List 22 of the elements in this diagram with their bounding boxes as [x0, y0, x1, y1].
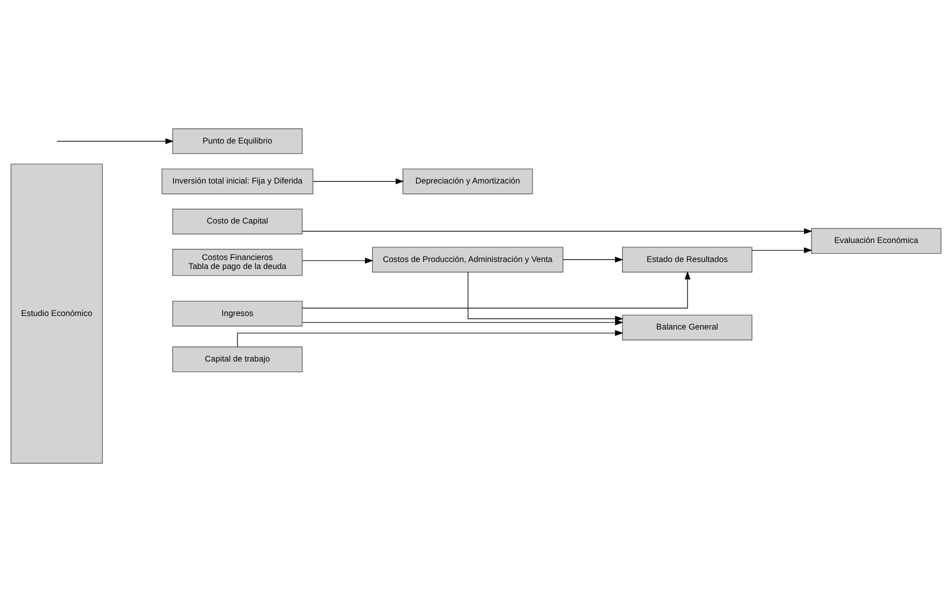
- arrow: [56, 138, 174, 144]
- node-box: Balance General: [622, 314, 752, 340]
- node-box: Estudio Económico: [10, 164, 103, 464]
- arrow: [752, 247, 812, 254]
- node-box: Ingresos: [172, 300, 303, 326]
- node-box: Evaluación Económica: [811, 228, 942, 254]
- arrow: [562, 256, 624, 263]
- arrow: [302, 258, 374, 264]
- arrow: [312, 178, 404, 184]
- node-box: Costos Financieros Tabla de pago de la deuda: [172, 248, 303, 276]
- arrow: [302, 320, 624, 326]
- node-box: Costo de Capital: [172, 208, 303, 234]
- arrow: [302, 271, 690, 308]
- node-box: Punto de Equilibrio: [172, 128, 303, 154]
- node-box: Costos de Producción, Administración y Venta: [372, 246, 564, 272]
- node-box: Inversión total inicial: Fija y Diferida: [162, 168, 314, 194]
- node-box: Depreciación y Amortización: [402, 168, 533, 194]
- arrow: [237, 330, 624, 348]
- node-box: Capital de trabajo: [172, 346, 303, 372]
- arrow: [302, 228, 812, 234]
- arrow: [468, 272, 624, 322]
- node-box: Estado de Resultados: [622, 246, 752, 272]
